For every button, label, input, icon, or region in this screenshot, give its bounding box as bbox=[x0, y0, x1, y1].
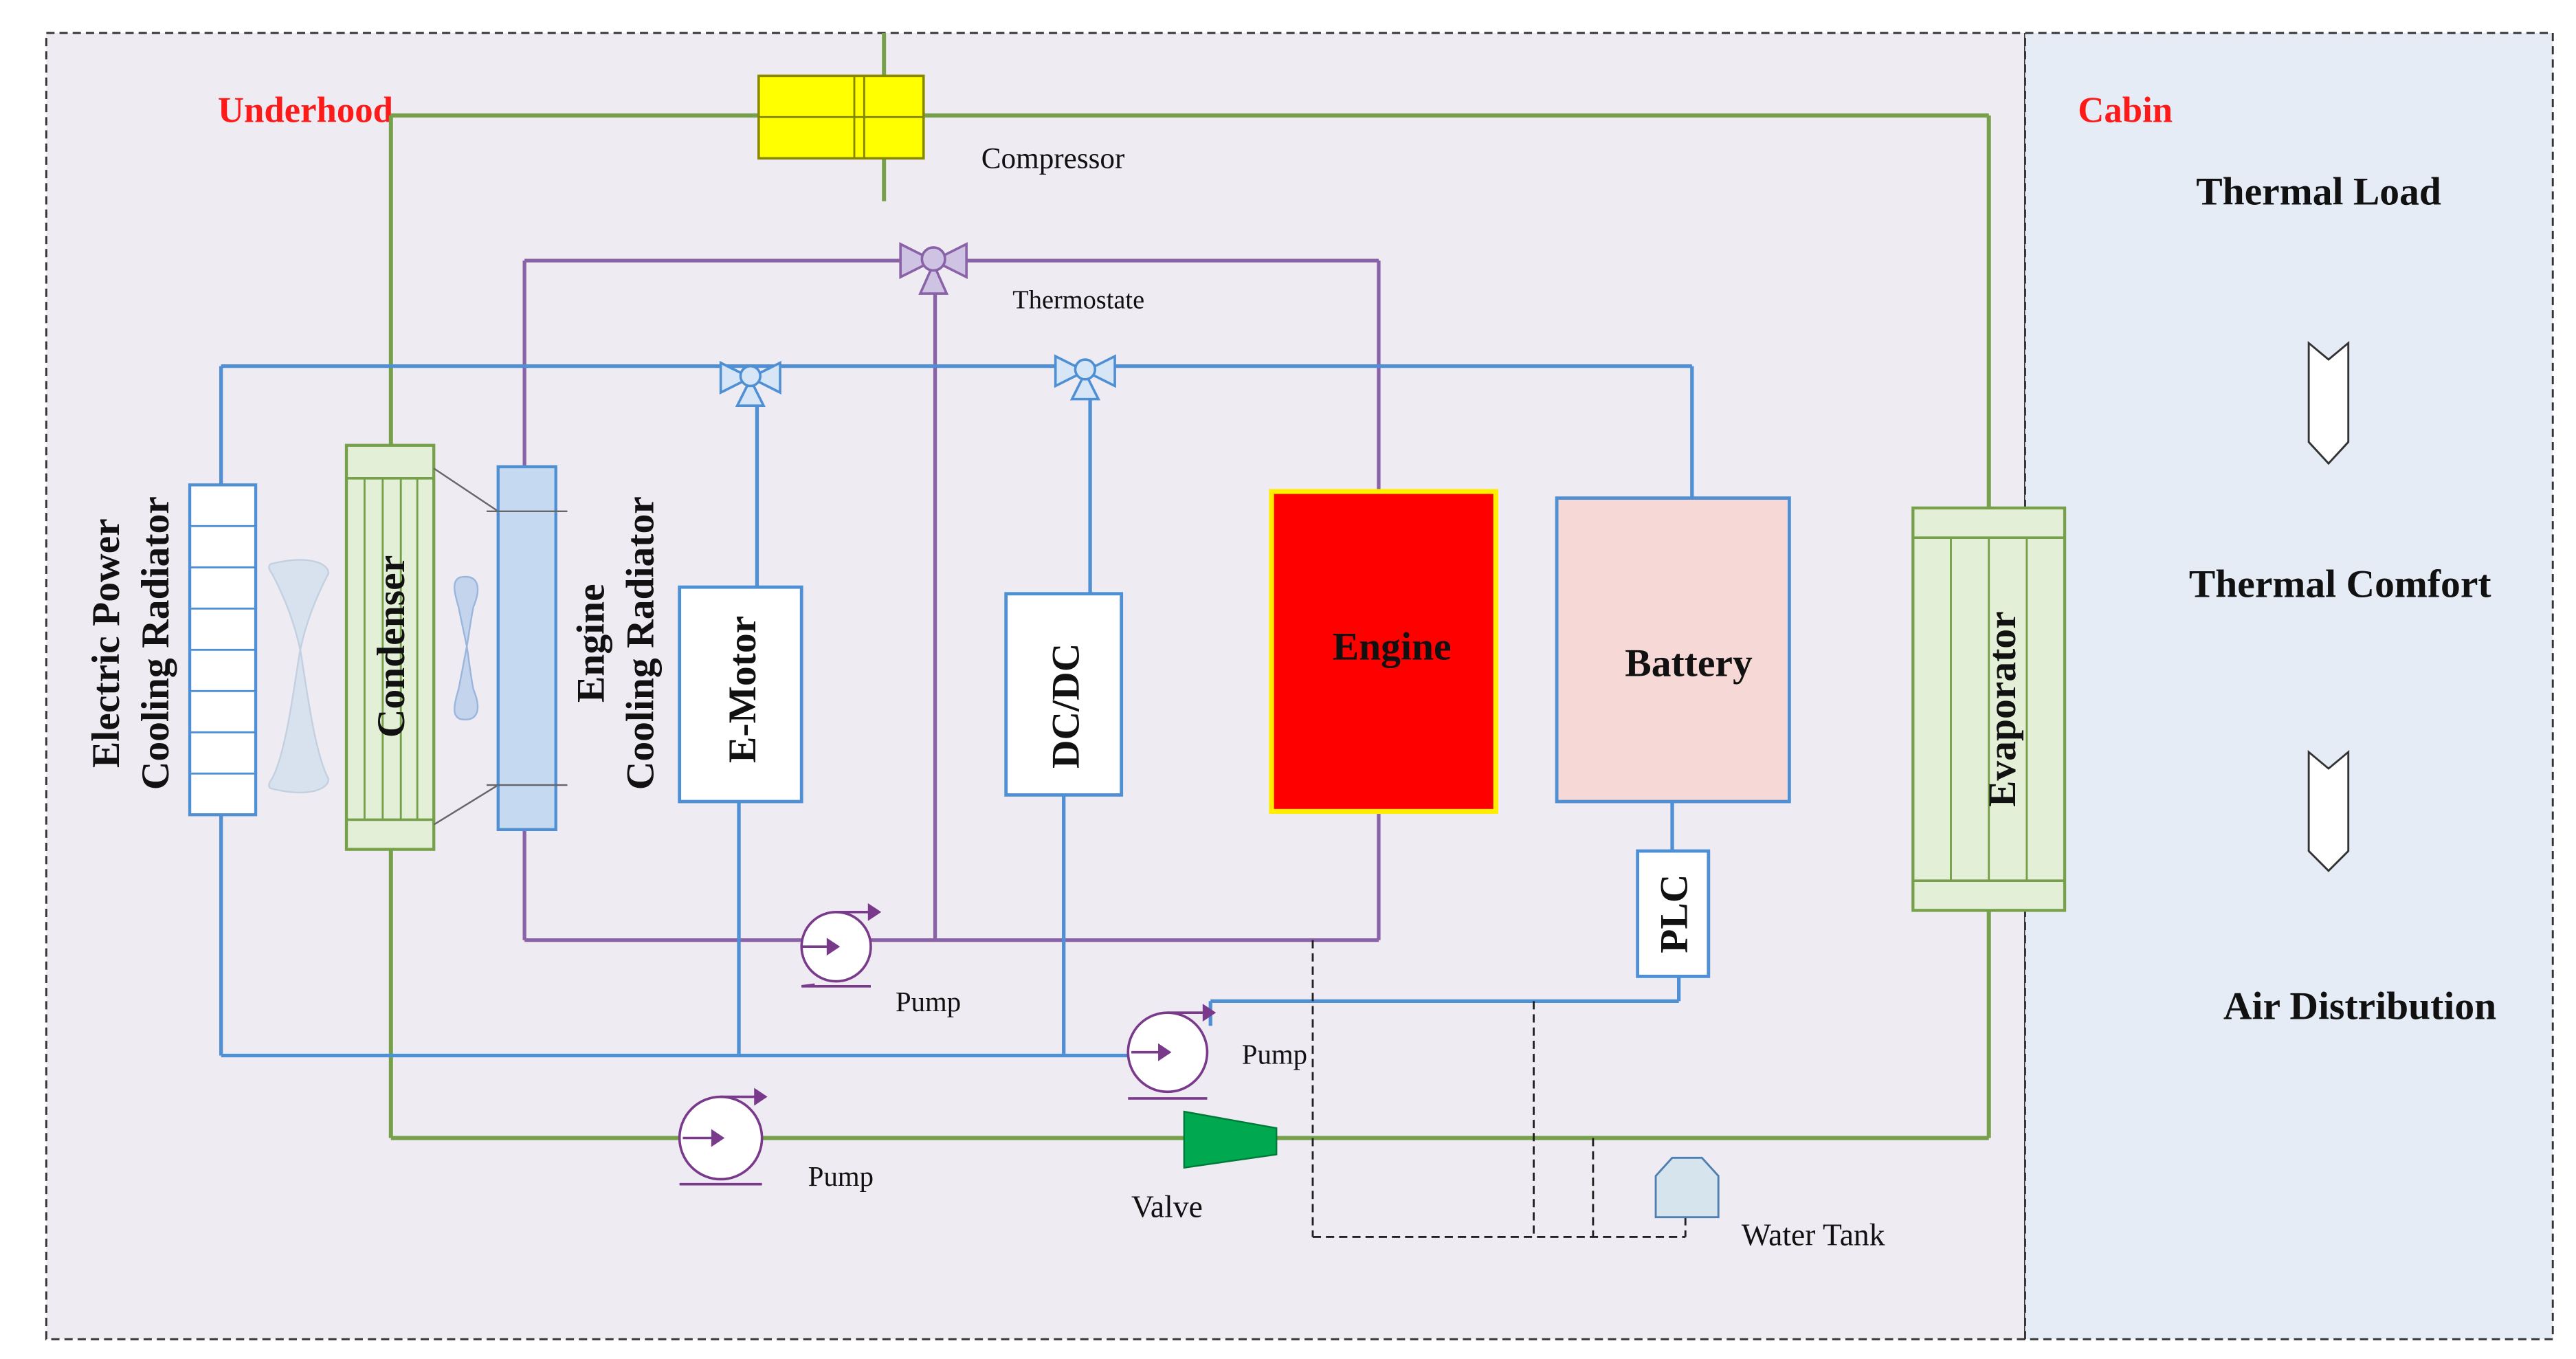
valve-label: Valve bbox=[1131, 1189, 1203, 1224]
pump-3-icon bbox=[678, 1087, 768, 1186]
arrow-down-icon-1 bbox=[2307, 340, 2350, 465]
water-tank-label: Water Tank bbox=[1742, 1217, 1885, 1252]
electric-power-radiator-label: Electric Power Cooling Radiator bbox=[85, 496, 177, 790]
plc-box bbox=[1636, 849, 1711, 978]
underhood-label: Underhood bbox=[218, 91, 393, 131]
pump-2-icon bbox=[1126, 1004, 1217, 1100]
svg-text:Cooling Radiator: Cooling Radiator bbox=[134, 496, 177, 790]
valve-icon bbox=[1183, 1110, 1278, 1169]
e-motor-label: E-Motor bbox=[721, 616, 764, 763]
evaporator-label: Evaporator bbox=[1981, 611, 2024, 807]
compressor bbox=[757, 74, 925, 160]
arrow-down-icon-2 bbox=[2307, 749, 2350, 872]
thermostate-valve bbox=[899, 242, 968, 295]
svg-text:Electric Power: Electric Power bbox=[85, 518, 128, 768]
electric-coolant-loop bbox=[219, 364, 1694, 1058]
condenser-label: Condenser bbox=[370, 555, 413, 738]
radiator-fan-icon bbox=[268, 559, 329, 793]
dcdc-label: DC/DC bbox=[1044, 643, 1087, 769]
condenser bbox=[344, 443, 436, 851]
plc-label: PLC bbox=[1653, 874, 1696, 953]
water-tank-icon bbox=[1654, 1156, 1720, 1219]
pump-2-label: Pump bbox=[1242, 1039, 1307, 1070]
pump-3-label: Pump bbox=[808, 1161, 874, 1192]
refrigerant-loop bbox=[388, 32, 1991, 1140]
engine-cooling-radiator bbox=[486, 465, 568, 831]
battery-label: Battery bbox=[1625, 642, 1753, 685]
engine-box bbox=[1269, 489, 1498, 815]
evaporator bbox=[1911, 506, 2067, 912]
thermal-load-label: Thermal Load bbox=[2196, 170, 2441, 214]
battery-box bbox=[1555, 496, 1791, 804]
dcdc-box bbox=[1004, 592, 1124, 797]
pump-1-label: Pump bbox=[896, 986, 961, 1017]
svg-text:Engine: Engine bbox=[569, 584, 612, 703]
air-distribution-label: Air Distribution bbox=[2223, 985, 2496, 1028]
emotor-three-way-valve bbox=[719, 360, 781, 408]
water-tank-lines bbox=[1311, 940, 1687, 1238]
electric-power-radiator bbox=[188, 483, 258, 817]
small-fan-icon bbox=[453, 575, 479, 721]
svg-text:Cooling Radiator: Cooling Radiator bbox=[619, 496, 662, 790]
engine-label: Engine bbox=[1333, 626, 1452, 669]
engine-radiator-label: Engine Cooling Radiator bbox=[569, 496, 662, 790]
pump-1-icon bbox=[800, 903, 882, 988]
thermal-comfort-label: Thermal Comfort bbox=[2189, 563, 2491, 606]
e-motor-box bbox=[678, 585, 803, 804]
cabin-label: Cabin bbox=[2078, 91, 2173, 131]
radiator-connectors bbox=[433, 467, 499, 826]
thermostate-label: Thermostate bbox=[1012, 286, 1144, 315]
cabin-zone bbox=[2024, 32, 2554, 1340]
compressor-label: Compressor bbox=[981, 143, 1125, 175]
dcdc-three-way-valve bbox=[1054, 354, 1116, 401]
